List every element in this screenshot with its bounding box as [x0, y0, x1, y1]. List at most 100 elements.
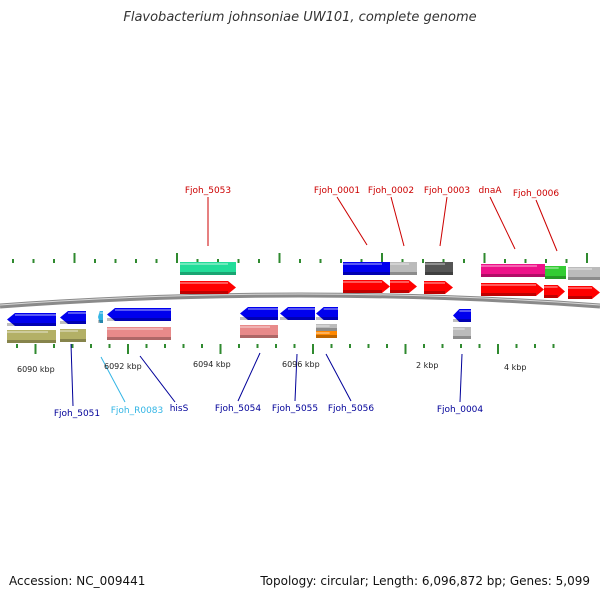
map-title: Flavobacterium johnsoniae UW101, complet… — [123, 10, 477, 25]
cds-fjoh-5050-shade — [7, 340, 56, 343]
gene-label: Fjoh_5053 — [185, 186, 231, 196]
gene-dnaa-shine — [481, 265, 537, 267]
cds-fjoh-5054 — [240, 325, 278, 338]
cds-hiss-shade — [107, 337, 171, 340]
gene-fjoh-5055-shade — [280, 317, 315, 320]
cds-fjoh-0006-a-body — [544, 285, 565, 298]
gene-fjoh-0006-b — [568, 267, 600, 280]
gene-fjoh-5051 — [60, 311, 86, 324]
gene-fjoh-5054-shine — [248, 308, 278, 310]
gene-fjoh-0001-body — [343, 262, 390, 275]
scale-label: 4 kbp — [504, 363, 526, 372]
cds-fjoh-0006-b-shine — [568, 287, 592, 289]
gene-fjoh-0002-shine — [390, 263, 409, 265]
gene-fjoh-0006-a-shine — [545, 267, 559, 269]
cds-fjoh-0002-shade — [390, 290, 409, 293]
gene-hiss — [107, 308, 171, 321]
cds-fjoh-5053-shade — [180, 291, 228, 294]
cds-fjoh-0004 — [453, 327, 471, 339]
gene-fjoh-5050 — [7, 313, 56, 326]
gene-fjoh-0002 — [390, 262, 417, 275]
scale-label: 6090 kbp — [17, 365, 55, 374]
leader-line — [100, 356, 126, 403]
gene-hiss-body — [107, 308, 171, 321]
leader-line — [139, 355, 176, 403]
gene-hiss-shine — [115, 309, 171, 311]
cds-fjoh-0006-b — [568, 286, 600, 299]
gene-fjoh-0003-body — [425, 262, 453, 275]
cds-fjoh-0001-body — [343, 280, 390, 293]
gene-label: Fjoh_5055 — [272, 404, 318, 414]
gene-fjoh-r0083-body — [98, 311, 103, 323]
gene-label: dnaA — [478, 186, 502, 196]
scale-ticks-bottom — [16, 344, 555, 354]
gene-fjoh-5051-body — [60, 311, 86, 324]
cds-fjoh-0004-shine — [453, 328, 465, 330]
cds-fjoh-5053 — [180, 281, 236, 294]
gene-fjoh-5054-shade — [240, 317, 278, 320]
gene-fjoh-5054 — [240, 307, 278, 320]
gene-fjoh-r0083-shine — [99, 312, 103, 314]
gene-fjoh-0003 — [425, 262, 453, 275]
leader-line — [325, 353, 352, 402]
gene-fjoh-0004-shade — [453, 319, 471, 322]
leader-line — [489, 196, 516, 250]
cds-fjoh-0006-a — [544, 285, 565, 298]
gene-label: Fjoh_5051 — [54, 409, 100, 419]
cds-fjoh-0002 — [390, 280, 417, 293]
cds-fjoh-0004-shade — [453, 336, 471, 339]
leader-line — [439, 196, 448, 247]
gene-fjoh-0001-shade — [343, 272, 390, 275]
gene-fjoh-5050-shine — [15, 314, 56, 316]
label-leader-lines — [70, 196, 558, 407]
cds-fjoh-5054-shine — [240, 326, 270, 328]
cds-fjoh-5051 — [60, 329, 86, 342]
leader-line — [70, 343, 74, 407]
gene-features — [7, 262, 600, 343]
genome-backbone-highlight — [0, 293, 600, 306]
gene-fjoh-5056-shade — [316, 317, 338, 320]
scale-label: 6094 kbp — [193, 360, 231, 369]
cds-fjoh-0006-a-shade — [544, 295, 558, 298]
cds-fjoh-5056-b — [316, 331, 337, 338]
cds-hiss-body — [107, 327, 171, 340]
gene-label: Fjoh_0006 — [513, 189, 560, 199]
gene-fjoh-5053-shine — [180, 263, 228, 265]
genome-backbone — [0, 292, 600, 309]
cds-dnaa — [481, 283, 544, 296]
cds-fjoh-5054-shade — [240, 335, 278, 338]
gene-fjoh-0006-a-shade — [545, 276, 566, 279]
gene-label: Fjoh_0002 — [368, 186, 414, 196]
cds-fjoh-0002-shine — [390, 281, 409, 283]
gene-fjoh-5055-shine — [288, 308, 315, 310]
gene-fjoh-0006-b-body — [568, 267, 600, 280]
cds-fjoh-5056-b-shade — [316, 335, 337, 338]
cds-fjoh-5050 — [7, 330, 56, 343]
gene-fjoh-5056 — [316, 307, 338, 320]
cds-fjoh-5054-body — [240, 325, 278, 338]
cds-fjoh-0004-body — [453, 327, 471, 339]
gene-label: Fjoh_R0083 — [111, 406, 164, 416]
gene-label: Fjoh_0004 — [437, 405, 484, 415]
cds-fjoh-5056-b-body — [316, 331, 337, 338]
cds-fjoh-5050-body — [7, 330, 56, 343]
cds-hiss — [107, 327, 171, 340]
cds-fjoh-5056-a — [316, 324, 337, 331]
cds-fjoh-5053-body — [180, 281, 236, 294]
gene-fjoh-0001-shine — [343, 263, 382, 265]
cds-fjoh-5056-a-shade — [316, 328, 337, 331]
cds-fjoh-5056-a-body — [316, 324, 337, 331]
gene-label: Fjoh_0003 — [424, 186, 470, 196]
cds-fjoh-0003-shine — [424, 282, 445, 284]
gene-fjoh-0001 — [343, 262, 390, 275]
cds-fjoh-0001-shade — [343, 290, 382, 293]
gene-fjoh-5051-shade — [60, 321, 86, 324]
cds-fjoh-5051-body — [60, 329, 86, 342]
cds-fjoh-0001 — [343, 280, 390, 293]
gene-fjoh-5055 — [280, 307, 315, 320]
cds-fjoh-5053-shine — [180, 282, 228, 284]
scale-label: 6092 kbp — [104, 362, 142, 371]
gene-fjoh-r0083 — [98, 311, 103, 323]
gene-dnaa-body — [481, 264, 545, 277]
